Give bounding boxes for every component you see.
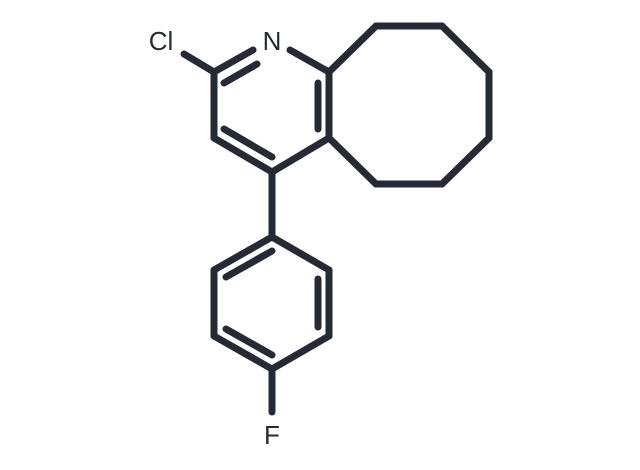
double-bond-ar4-ar5	[222, 325, 276, 359]
bond-ar6-ar1	[210, 233, 276, 274]
bond-ar3-ar4	[268, 332, 333, 373]
double-bond-ar6-ar1	[222, 247, 276, 281]
fluorophenyl-ring	[210, 233, 333, 373]
bond-c14-c4a	[325, 134, 380, 188]
bond-c8a-n1	[286, 46, 333, 76]
double-bond-n1-c2	[220, 60, 261, 87]
bond-ar1-ar2	[268, 233, 333, 274]
bond-c4-c4a	[268, 134, 333, 176]
atom-label-fluorine: F	[264, 420, 280, 450]
bond-c8a-c9	[325, 22, 380, 76]
pyridine-ring	[210, 46, 333, 176]
atom-label-chlorine: Cl	[149, 26, 174, 56]
bond-c10-c11	[438, 22, 493, 76]
double-bond-c3-c4	[220, 125, 276, 161]
bond-c2-cl	[180, 50, 218, 76]
bond-n1-c2	[210, 46, 257, 76]
atom-label-nitrogen: N	[263, 26, 282, 56]
bond-c12-c13	[438, 134, 493, 188]
bond-ar4-ar5	[210, 332, 276, 373]
cyclooctane-ring	[325, 22, 493, 188]
bond-c3-c4	[210, 134, 276, 176]
